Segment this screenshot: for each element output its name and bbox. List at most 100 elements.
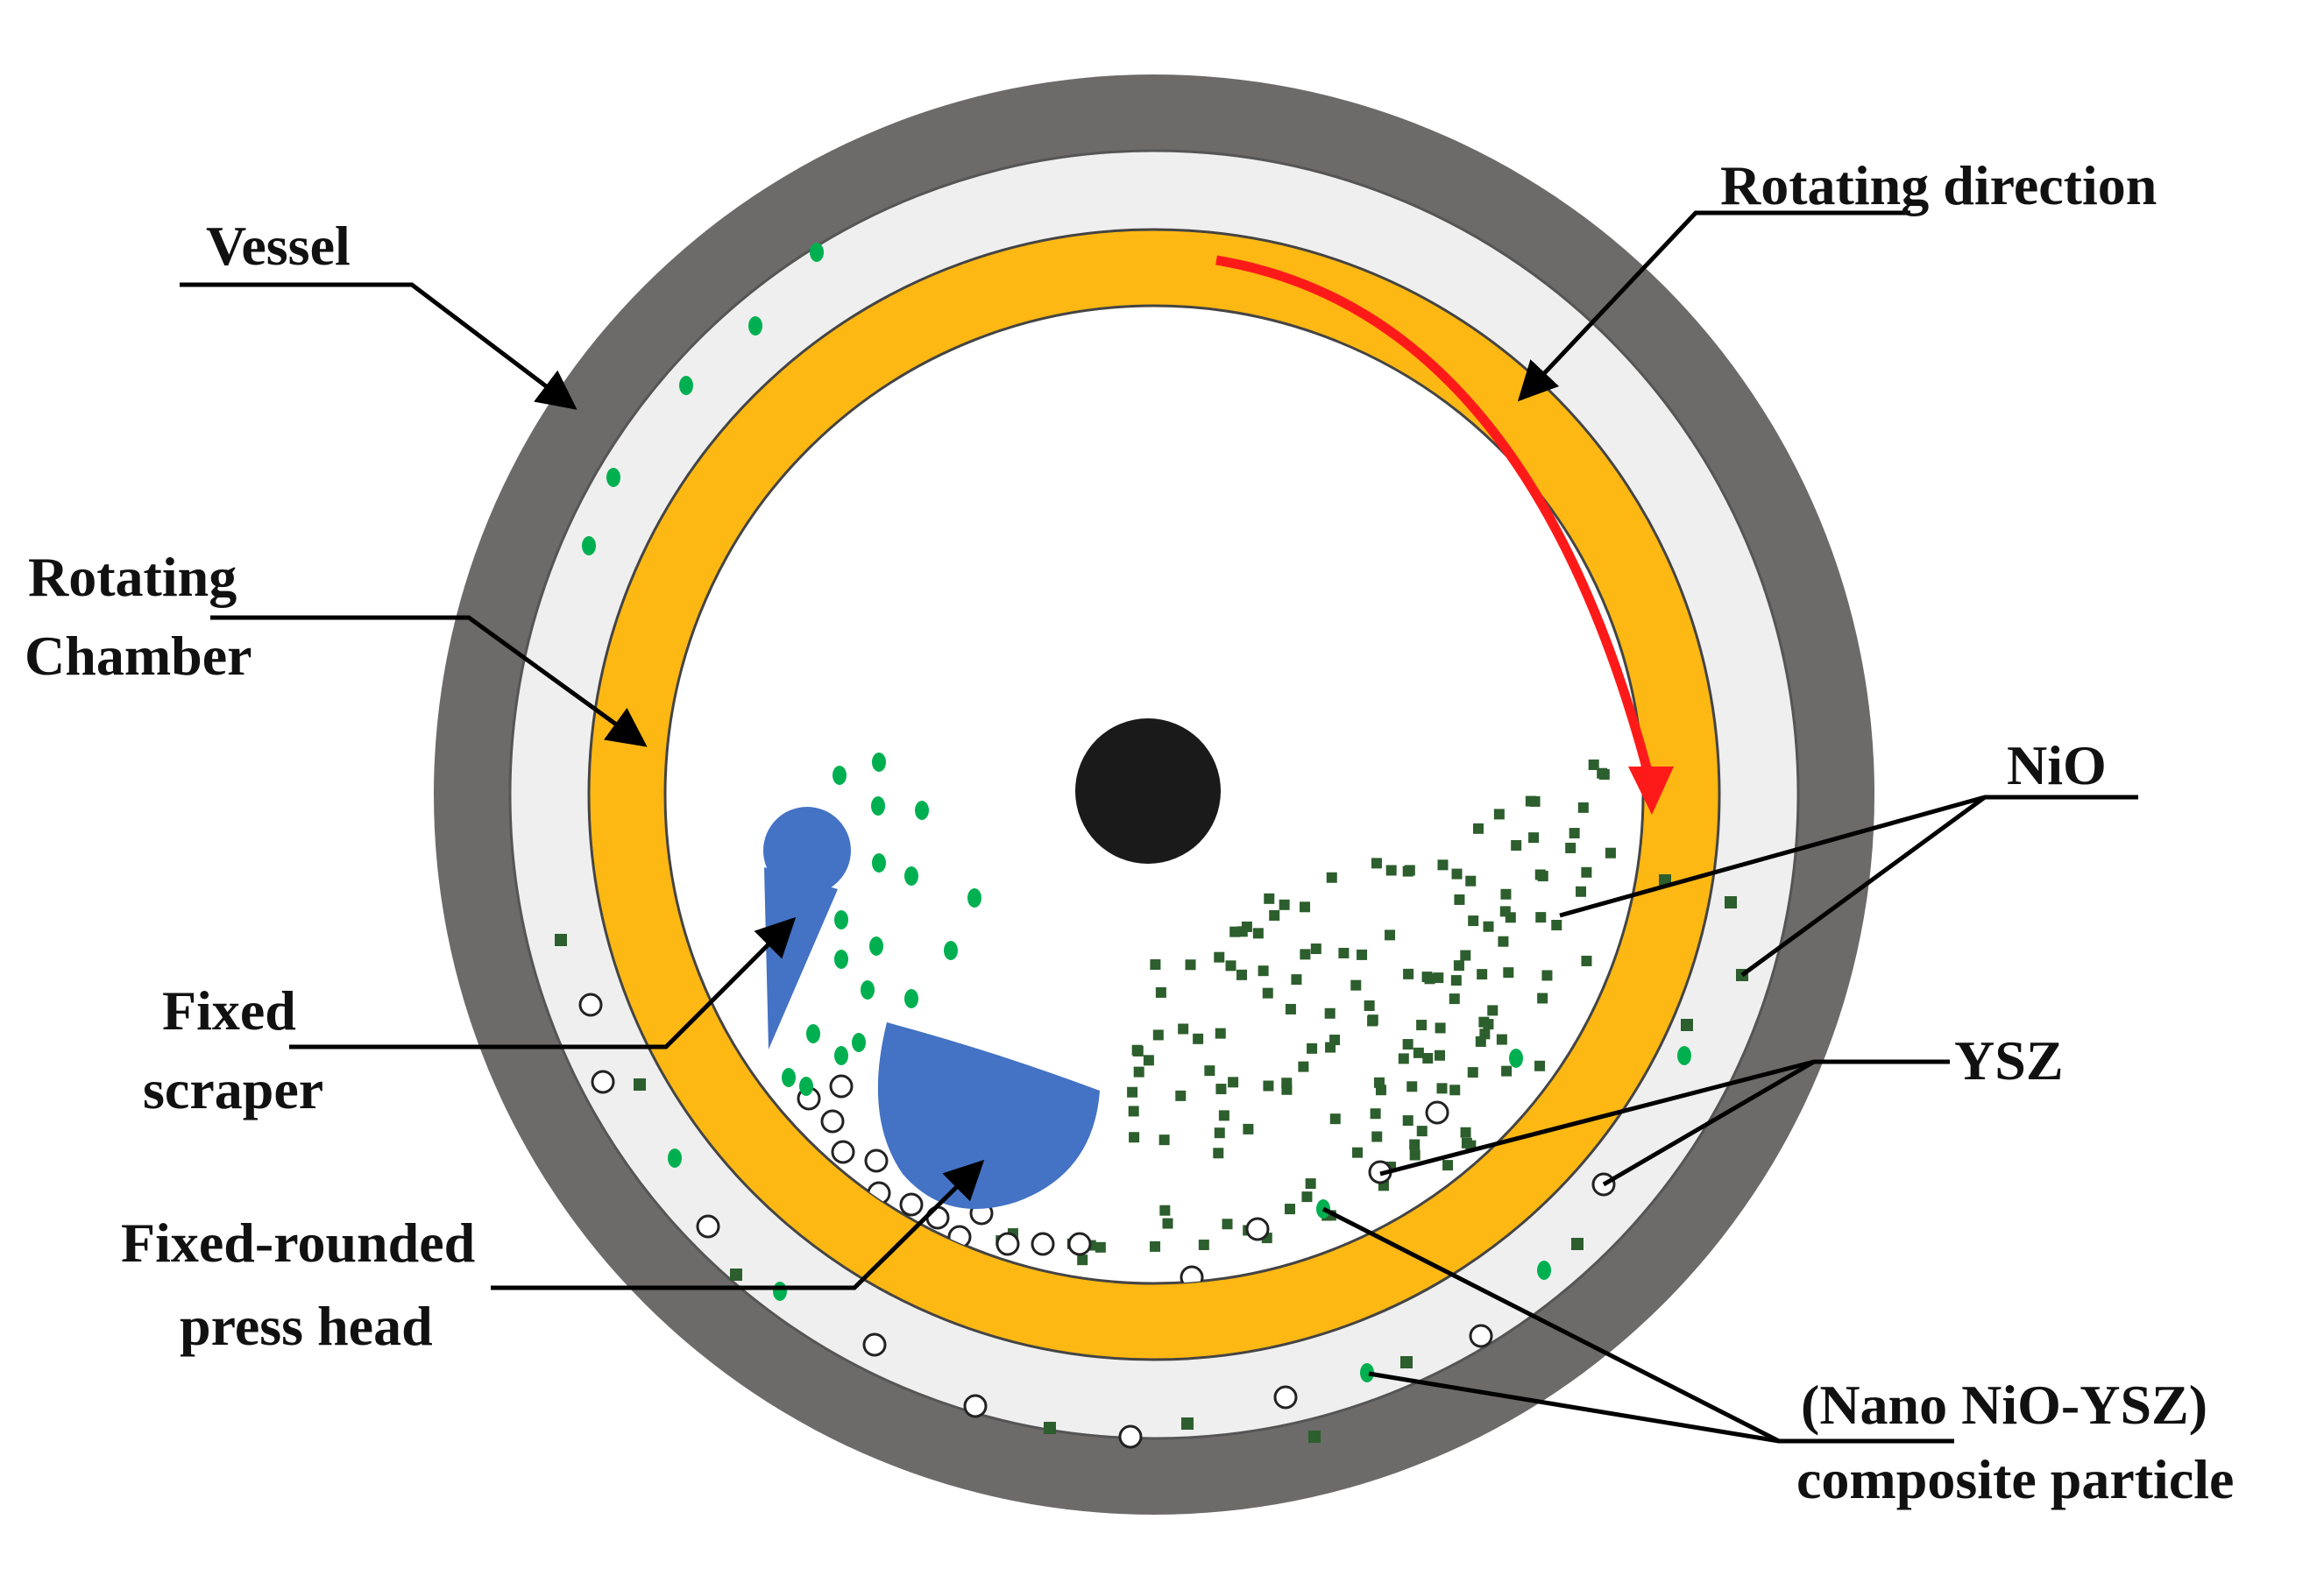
nio-particle [1450,975,1462,986]
nio-particle [1329,1113,1341,1125]
composite-particle [679,376,693,395]
composite-particle [871,796,885,816]
nio-particle [1496,1034,1507,1045]
nio-particle [1133,1066,1144,1078]
nio-particle [1535,912,1547,923]
nio-particle [730,1269,742,1281]
nio-particle [1534,1060,1546,1071]
nio-particle [1262,987,1273,999]
label-vessel: Vessel [206,215,351,277]
ysz-particle [963,1394,988,1418]
nio-particle [1398,1053,1409,1064]
nio-particle [1433,972,1444,984]
nio-particle [1371,1131,1383,1142]
composite-particle [904,989,918,1008]
composite-particle [872,753,886,772]
nio-particle [1338,947,1350,958]
ysz-particle [1031,1232,1055,1256]
nio-particle [1403,968,1414,979]
nio-particle [1493,809,1505,820]
nio-particle [1498,936,1509,947]
composite-particle [606,468,620,487]
composite-particle [1509,1049,1523,1068]
nio-particle [1406,1081,1418,1092]
nio-particle [1541,970,1553,981]
label-composite-2: composite particle [1796,1448,2234,1510]
nio-particle [1483,1019,1494,1030]
nio-particle [1204,1065,1215,1077]
nio-particle [1416,1020,1428,1031]
composite-particle [915,801,929,820]
nio-particle [1131,1044,1143,1056]
nio-particle [1449,993,1460,1005]
nio-particle [1215,1084,1227,1095]
ysz-particle [1273,1385,1298,1410]
ysz-particle [820,1109,845,1134]
label-composite-1: (Nano NiO-YSZ) [1801,1374,2207,1436]
nio-particle [1588,759,1599,770]
nio-particle [1605,847,1616,859]
nio-particle [1468,915,1479,927]
ysz-particle [591,1070,615,1094]
nio-particle [1503,967,1514,979]
label-ysz: YSZ [1954,1029,2064,1092]
label-rotating-direction: Rotating direction [1720,154,2157,216]
composite-particle [1360,1363,1374,1382]
nio-particle [1413,1047,1424,1058]
nio-particle [1537,993,1548,1004]
nio-particle [1281,1078,1293,1089]
leader-lines [180,210,2138,1444]
composite-particle [872,853,886,873]
nio-particle [634,1078,646,1091]
nio-particle [1178,1023,1189,1035]
nio-particle [1364,1000,1375,1011]
ysz-particle [864,1148,889,1173]
composite-particle [904,866,918,886]
press-head [877,1022,1100,1210]
leader-press-head [491,1159,985,1290]
nio-particle [1461,1137,1472,1148]
nio-particle [1222,1219,1233,1230]
nio-particle [1569,828,1580,839]
nio-particle [1437,859,1449,871]
nio-particle [1528,832,1540,844]
nio-particle [1305,1178,1316,1190]
nio-particle [1357,949,1368,960]
nio-particle [1218,1110,1229,1121]
nio-particle [1385,865,1397,876]
nio-particle [1371,858,1382,869]
ysz-particle [829,1074,854,1099]
nio-particle [1416,1126,1428,1137]
nio-particle [1487,1005,1499,1016]
nio-particle [1301,1191,1313,1203]
nio-particle [1193,1033,1204,1044]
nio-particle [1128,1106,1139,1117]
composite-particle [1537,1261,1551,1280]
composite-particle [582,536,596,555]
composite-particle [810,243,824,262]
ysz-particle [831,1140,855,1164]
rotation-arrow-head [1628,767,1674,815]
composite-particle [834,1046,848,1065]
nio-particle [1324,1007,1336,1019]
nio-particle [1422,1053,1434,1064]
nio-particle [1475,1035,1486,1047]
nio-particle [1236,969,1247,980]
nio-particle [1681,1019,1693,1031]
leader-vessel [180,282,577,410]
nio-particle [1460,950,1471,961]
label-nio: NiO [2007,734,2107,796]
nio-particle [1467,1067,1478,1078]
central-shaft [1075,718,1221,864]
nio-particle [1477,969,1488,980]
leader-fixed-scraper [289,916,797,1049]
nio-particle [1158,1134,1170,1146]
leader-nio-gap [1740,795,1987,978]
nio-particle [1460,1127,1471,1138]
nio-particle [1409,1149,1421,1161]
label-fixed-scraper-2: scraper [143,1058,323,1120]
composite-particle [834,910,848,929]
fixed-scraper [763,807,851,1049]
nio-particle [1571,1238,1584,1250]
